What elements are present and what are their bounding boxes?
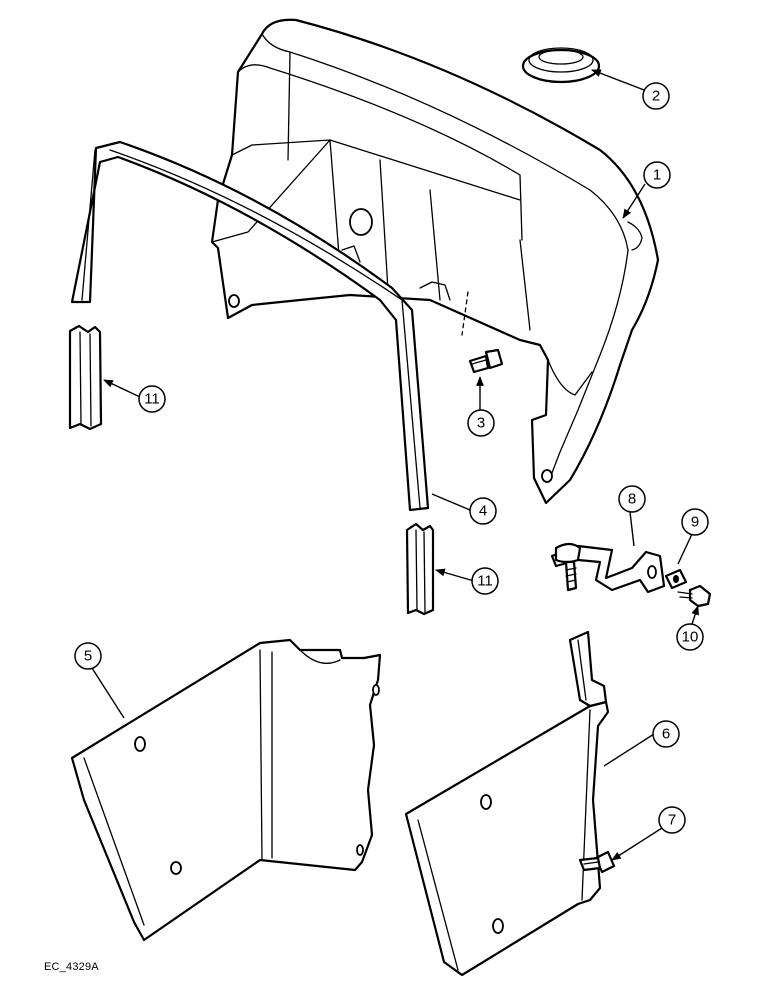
callout-4-label: 4 bbox=[479, 503, 487, 520]
clip-nut-part bbox=[664, 568, 688, 590]
callout-5: 5 bbox=[74, 642, 102, 670]
callout-11a: 11 bbox=[138, 385, 166, 413]
roof-bolt-part bbox=[468, 348, 504, 374]
callout-9-label: 9 bbox=[691, 514, 699, 531]
leader-5 bbox=[91, 667, 125, 719]
callout-7: 7 bbox=[658, 806, 686, 834]
leader-2 bbox=[591, 69, 645, 91]
leader-6 bbox=[603, 733, 655, 767]
callout-8-label: 8 bbox=[628, 491, 636, 508]
cab-roof-part bbox=[210, 18, 660, 505]
callout-1-label: 1 bbox=[653, 167, 661, 184]
leader-11a bbox=[103, 379, 141, 398]
leader-10 bbox=[691, 605, 699, 625]
callout-11b-label: 11 bbox=[477, 573, 493, 590]
callout-10-label: 10 bbox=[682, 629, 699, 646]
callout-5-label: 5 bbox=[84, 648, 92, 665]
figure-code: EC_4329A bbox=[44, 961, 99, 973]
callout-11a-label: 11 bbox=[144, 391, 160, 408]
leader-1 bbox=[622, 183, 646, 219]
callout-6-label: 6 bbox=[662, 726, 670, 743]
callout-4: 4 bbox=[469, 497, 497, 525]
left-side-panel-part bbox=[70, 638, 382, 942]
panel-bolt-part bbox=[578, 850, 616, 874]
bracket-bolt-part bbox=[677, 584, 712, 608]
callout-9: 9 bbox=[681, 508, 709, 536]
leader-lines bbox=[91, 69, 699, 861]
roof-grommet-part bbox=[521, 47, 601, 84]
leader-11b bbox=[435, 568, 475, 582]
callout-11b: 11 bbox=[471, 567, 499, 595]
door-seal-part bbox=[70, 140, 430, 512]
leader-8 bbox=[629, 511, 635, 547]
mounting-bracket-part bbox=[550, 542, 666, 594]
seal-end-left-part bbox=[68, 324, 103, 431]
leader-4 bbox=[431, 493, 471, 511]
leader-9 bbox=[677, 533, 693, 565]
callout-2-label: 2 bbox=[652, 88, 660, 105]
leader-7 bbox=[611, 827, 663, 861]
callout-8: 8 bbox=[618, 485, 646, 513]
right-side-panel-part bbox=[404, 630, 610, 977]
callout-3: 3 bbox=[467, 409, 495, 437]
callout-10: 10 bbox=[676, 623, 704, 651]
callout-7-label: 7 bbox=[668, 812, 676, 829]
callout-2: 2 bbox=[642, 82, 670, 110]
callout-1: 1 bbox=[643, 161, 671, 189]
callout-3-label: 3 bbox=[477, 415, 485, 432]
seal-end-right-part bbox=[405, 522, 435, 616]
callout-6: 6 bbox=[652, 720, 680, 748]
